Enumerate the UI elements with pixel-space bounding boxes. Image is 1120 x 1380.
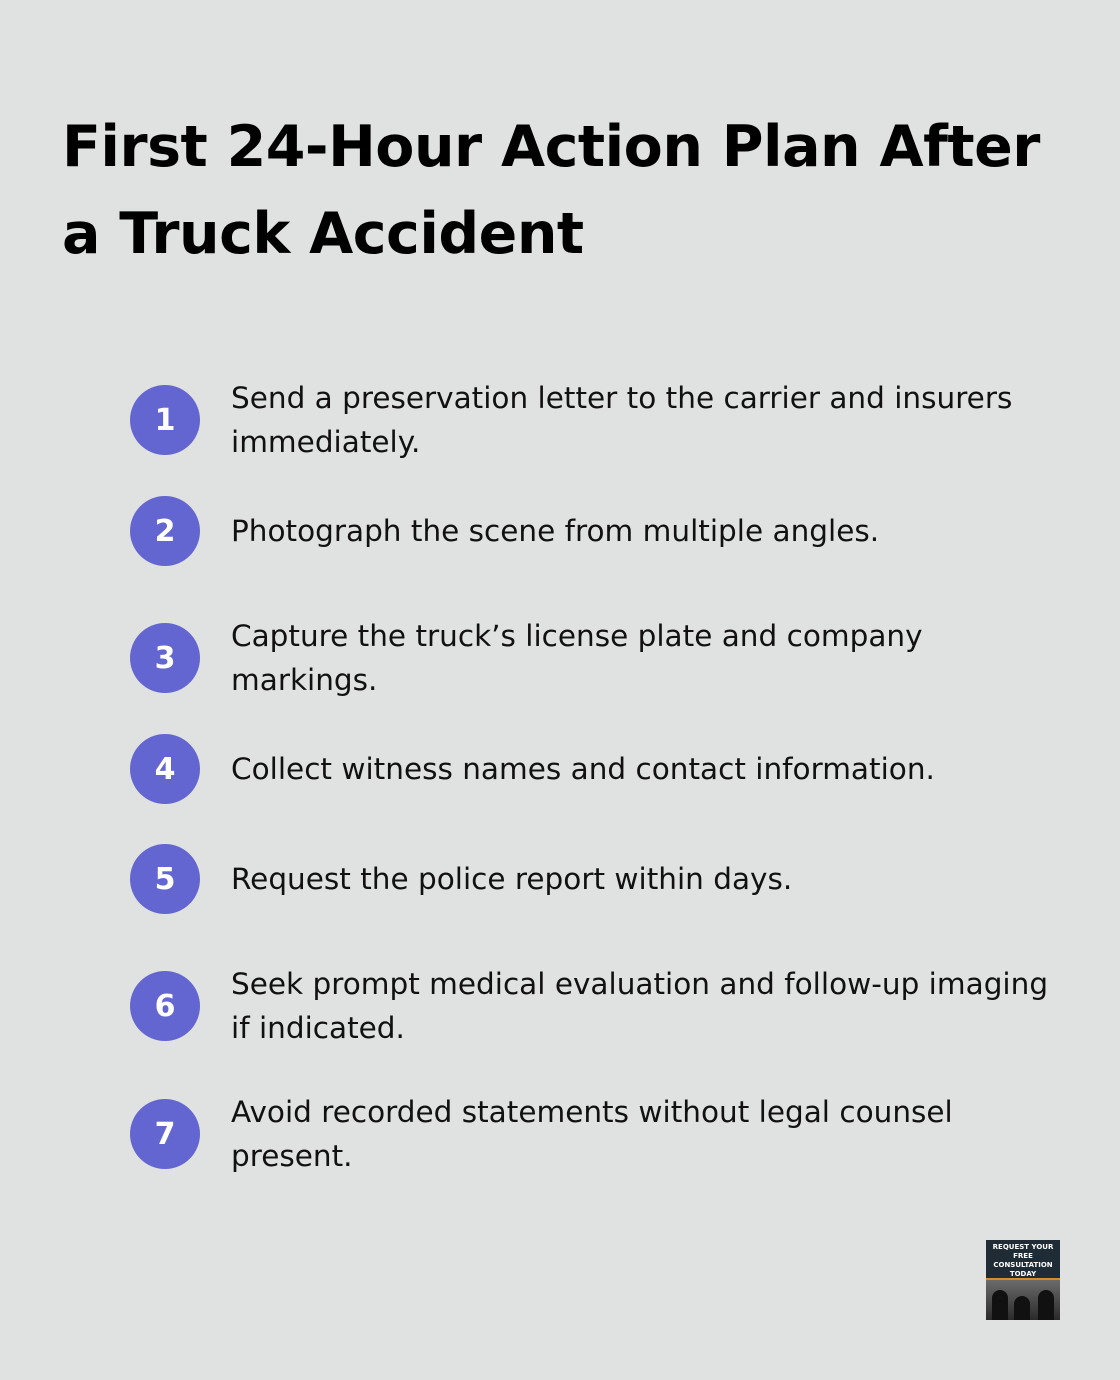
step-item: 7 Avoid recorded statements without lega… (130, 1090, 1070, 1178)
page-title: First 24-Hour Action Plan After a Truck … (62, 114, 1040, 267)
step-number-badge: 7 (130, 1099, 200, 1169)
step-text: Avoid recorded statements without legal … (231, 1095, 953, 1173)
step-text: Collect witness names and contact inform… (231, 752, 935, 786)
step-number-badge: 3 (130, 623, 200, 693)
step-text: Send a preservation letter to the carrie… (231, 381, 1013, 459)
promo-divider (986, 1278, 1060, 1280)
promo-text: REQUEST YOUR FREE CONSULTATION TODAY (992, 1243, 1054, 1278)
step-text: Seek prompt medical evaluation and follo… (231, 967, 1049, 1045)
step-number-badge: 5 (130, 844, 200, 914)
step-number-badge: 4 (130, 734, 200, 804)
step-number-badge: 2 (130, 496, 200, 566)
step-item: 4 Collect witness names and contact info… (130, 734, 1070, 804)
attorneys-photo (986, 1280, 1060, 1320)
step-item: 5 Request the police report within days. (130, 844, 1070, 914)
step-text: Photograph the scene from multiple angle… (231, 514, 880, 548)
step-text: Request the police report within days. (231, 862, 793, 896)
step-text: Capture the truck’s license plate and co… (231, 619, 923, 697)
step-item: 1 Send a preservation letter to the carr… (130, 376, 1070, 464)
step-number-badge: 6 (130, 971, 200, 1041)
consultation-promo-badge[interactable]: REQUEST YOUR FREE CONSULTATION TODAY (986, 1240, 1060, 1320)
step-item: 2 Photograph the scene from multiple ang… (130, 496, 1070, 566)
step-item: 3 Capture the truck’s license plate and … (130, 614, 1070, 702)
step-item: 6 Seek prompt medical evaluation and fol… (130, 962, 1070, 1050)
step-number-badge: 1 (130, 385, 200, 455)
